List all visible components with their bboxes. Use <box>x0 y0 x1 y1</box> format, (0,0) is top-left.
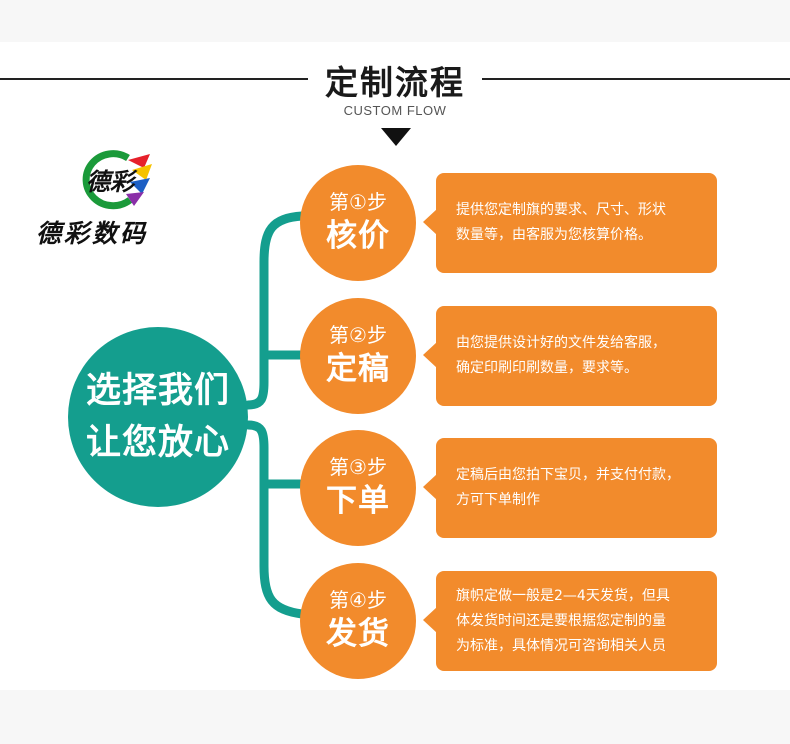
step-4-description: 旗帜定做一般是2—4天发货，但具 体发货时间还是要根据您定制的量 为标准，具体情… <box>456 584 670 659</box>
brand-logo-mark: 德彩 <box>82 150 152 210</box>
step-1-circle: 第①步 核价 <box>300 165 416 281</box>
title-rule-right <box>482 78 790 80</box>
bottom-band <box>0 690 790 744</box>
step-3-label: 第③步 <box>329 455 387 479</box>
hub-line-1: 选择我们 <box>85 371 230 411</box>
step-2-description-box: 由您提供设计好的文件发给客服， 确定印刷印刷数量，要求等。 <box>423 306 717 406</box>
step-1-label: 第①步 <box>329 190 387 214</box>
hub-line-2: 让您放心 <box>85 423 230 463</box>
step-3-circle: 第③步 下单 <box>300 430 416 546</box>
step-2-description: 由您提供设计好的文件发给客服， 确定印刷印刷数量，要求等。 <box>456 331 666 381</box>
step-4-circle: 第④步 发货 <box>300 563 416 679</box>
step-1-action: 核价 <box>326 218 390 254</box>
step-3-description-box: 定稿后由您拍下宝贝，并支付付款， 方可下单制作 <box>423 438 717 538</box>
step-2-action: 定稿 <box>326 351 390 387</box>
step-4-desc-line-3: 为标准，具体情况可咨询相关人员 <box>456 637 666 654</box>
step-2-desc-line-1: 由您提供设计好的文件发给客服， <box>456 335 666 351</box>
step-1-description-box: 提供您定制旗的要求、尺寸、形状 数量等，由客服为您核算价格。 <box>423 173 717 273</box>
step-1-description: 提供您定制旗的要求、尺寸、形状 数量等，由客服为您核算价格。 <box>456 198 666 248</box>
page-subtitle: CUSTOM FLOW <box>343 103 447 118</box>
hub-circle: 选择我们 让您放心 <box>68 327 248 507</box>
step-3-desc-line-2: 方可下单制作 <box>456 492 540 508</box>
step-2-desc-line-2: 确定印刷印刷数量，要求等。 <box>456 360 638 376</box>
step-2-circle: 第②步 定稿 <box>300 298 416 414</box>
page-title: 定制流程 <box>325 63 465 102</box>
step-4-action: 发货 <box>326 616 390 652</box>
step-4-desc-line-2: 体发货时间还是要根据您定制的量 <box>456 612 666 629</box>
step-4-desc-line-1: 旗帜定做一般是2—4天发货，但具 <box>456 587 670 604</box>
step-3-desc-line-1: 定稿后由您拍下宝贝，并支付付款， <box>456 467 680 483</box>
step-1-desc-line-1: 提供您定制旗的要求、尺寸、形状 <box>456 202 666 218</box>
top-band <box>0 0 790 42</box>
step-1-desc-line-2: 数量等，由客服为您核算价格。 <box>456 227 652 243</box>
down-arrow-icon <box>381 128 411 146</box>
brand-logo: 德彩 德彩数码 <box>22 138 162 248</box>
step-3-action: 下单 <box>326 483 390 519</box>
title-rule-left <box>0 78 308 80</box>
brand-name: 德彩数码 <box>35 219 148 248</box>
brand-logo-mark-text: 德彩 <box>86 167 138 196</box>
step-4-label: 第④步 <box>329 588 387 612</box>
step-4-description-box: 旗帜定做一般是2—4天发货，但具 体发货时间还是要根据您定制的量 为标准，具体情… <box>423 571 717 671</box>
step-2-label: 第②步 <box>329 323 387 347</box>
step-3-description: 定稿后由您拍下宝贝，并支付付款， 方可下单制作 <box>456 463 680 513</box>
